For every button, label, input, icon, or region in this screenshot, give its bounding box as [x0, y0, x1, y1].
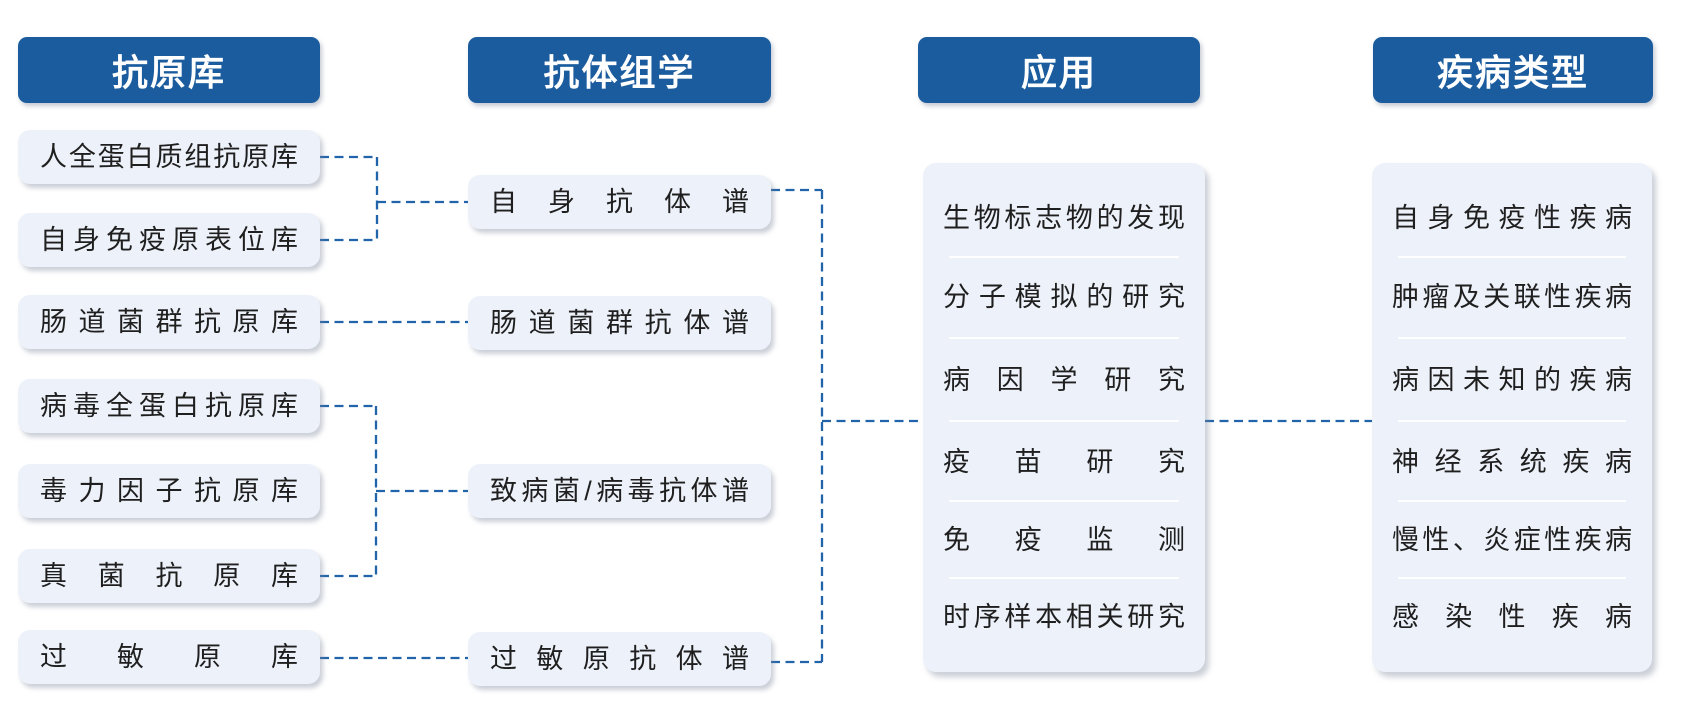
time-series-sample-research-row: 时序样本相关研究: [943, 602, 1185, 632]
row-divider: [1398, 577, 1626, 579]
biomarker-discovery-row: 生物标志物的发现: [943, 203, 1185, 233]
virulence-factor-antigen-library-node: 毒力因子抗原库: [18, 464, 320, 518]
row-divider: [949, 420, 1179, 422]
row-divider: [1398, 337, 1626, 339]
unknown-etiology-disease-row: 病因未知的疾病: [1392, 365, 1632, 395]
gut-microbiome-antibody-profile-node: 肠道菌群抗体谱: [468, 296, 771, 350]
row-divider: [949, 577, 1179, 579]
molecular-mimicry-research-row: 分子模拟的研究: [943, 282, 1185, 312]
row-divider: [949, 256, 1179, 258]
applications-panel: 生物标志物的发现 分子模拟的研究 病因学研究 疫苗研究 免疫监测 时序样本相关研…: [923, 163, 1205, 672]
disease-types-header: 疾病类型: [1373, 37, 1653, 103]
row-divider: [1398, 256, 1626, 258]
allergen-antibody-profile-node: 过敏原抗体谱: [468, 632, 771, 686]
viral-proteome-antigen-library-node: 病毒全蛋白抗原库: [18, 379, 320, 433]
pathogen-virus-antibody-profile-node: 致病菌/病毒抗体谱: [468, 464, 771, 518]
disease-types-panel: 自身免疫性疾病 肿瘤及关联性疾病 病因未知的疾病 神经系统疾病 慢性、炎症性疾病…: [1372, 163, 1652, 672]
autoimmune-disease-row: 自身免疫性疾病: [1392, 203, 1632, 233]
row-divider: [949, 337, 1179, 339]
antigen-library-header: 抗原库: [18, 37, 320, 103]
etiology-research-row: 病因学研究: [943, 365, 1185, 395]
autoimmune-epitope-library-node: 自身免疫原表位库: [18, 213, 320, 267]
antibody-omics-header: 抗体组学: [468, 37, 771, 103]
gut-microbiome-antigen-library-node: 肠道菌群抗原库: [18, 295, 320, 349]
chronic-inflammatory-disease-row: 慢性、炎症性疾病: [1392, 525, 1632, 555]
allergen-library-node: 过敏原库: [18, 630, 320, 684]
human-proteome-antigen-library-node: 人全蛋白质组抗原库: [18, 130, 320, 184]
applications-header: 应用: [918, 37, 1200, 103]
fungal-antigen-library-node: 真菌抗原库: [18, 549, 320, 603]
vaccine-research-row: 疫苗研究: [943, 447, 1185, 477]
row-divider: [1398, 420, 1626, 422]
nervous-system-disease-row: 神经系统疾病: [1392, 447, 1632, 477]
row-divider: [1398, 500, 1626, 502]
immune-monitoring-row: 免疫监测: [943, 525, 1185, 555]
row-divider: [949, 500, 1179, 502]
tumor-associated-disease-row: 肿瘤及关联性疾病: [1392, 282, 1632, 312]
infectious-disease-row: 感染性疾病: [1392, 602, 1632, 632]
autoantibody-profile-node: 自身抗体谱: [468, 175, 771, 229]
